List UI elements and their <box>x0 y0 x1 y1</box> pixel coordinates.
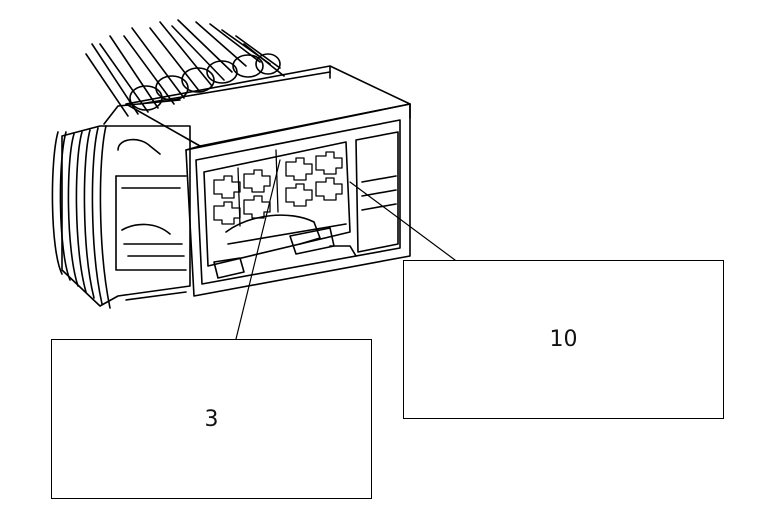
callout-label-10: 10 <box>549 327 578 352</box>
main-housing-front <box>185 103 411 297</box>
rear-housing <box>51 99 191 309</box>
callout-box-10: 10 <box>403 260 724 419</box>
leader-lines <box>235 159 456 340</box>
callout-box-3: 3 <box>51 339 372 499</box>
leader-line-3 <box>235 159 281 340</box>
leader-line-10 <box>349 181 456 261</box>
wire-bundle <box>85 19 285 117</box>
callout-label-3: 3 <box>204 406 219 432</box>
terminal-cavities <box>213 149 343 227</box>
